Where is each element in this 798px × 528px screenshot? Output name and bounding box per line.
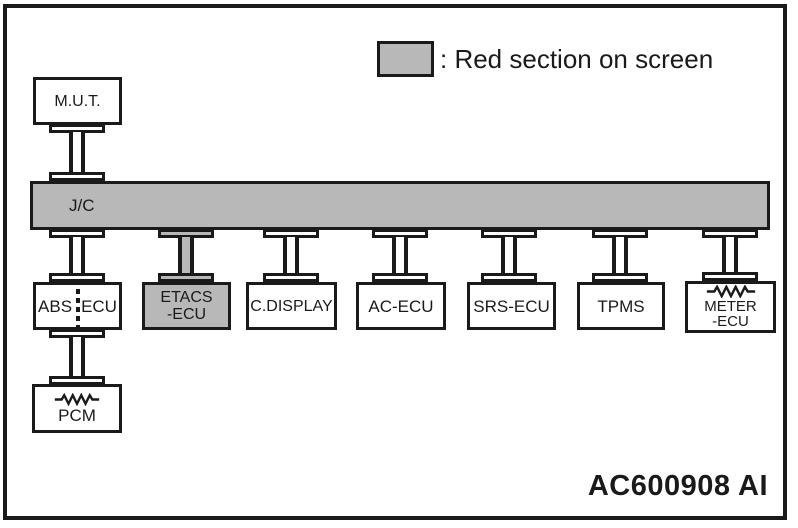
node-abs-ecu-label-right: ECU: [81, 296, 117, 316]
connector-srs-tab-top: [481, 229, 537, 238]
resistor-icon: [54, 393, 100, 406]
legend-label: : Red section on screen: [440, 44, 714, 74]
connector-ac-pipe: [392, 237, 408, 274]
connector-abs-tab-top: [49, 229, 105, 238]
connector-abs-pipe: [69, 237, 85, 274]
resistor-icon: [706, 285, 755, 298]
connector-mut-tab-top: [49, 124, 105, 133]
connector-tpms-tab-top: [592, 229, 648, 238]
connector-pcm-tab-bottom: [49, 376, 105, 385]
node-meter-ecu-label-line1: METER: [704, 298, 757, 315]
node-ac-ecu-label: AC-ECU: [368, 296, 434, 316]
legend-highlight-swatch: [377, 41, 434, 77]
connector-meter-tab-bottom: [702, 272, 758, 281]
node-meter-ecu-label-line2: -ECU: [712, 313, 749, 330]
node-etacs-ecu: ETACS -ECU: [142, 282, 231, 330]
connector-meter-tab-top: [702, 229, 758, 238]
node-pcm: PCM: [32, 384, 122, 433]
connector-pcm-pipe: [69, 337, 85, 377]
connector-tpms-pipe: [612, 237, 628, 274]
node-tpms-label: TPMS: [597, 296, 645, 316]
connector-mut-tab-bottom: [49, 172, 105, 181]
node-pcm-label: PCM: [58, 406, 96, 425]
connector-etacs-pipe: [178, 237, 194, 274]
connector-srs-pipe: [501, 237, 517, 274]
node-ac-ecu: AC-ECU: [356, 282, 446, 330]
node-c-display: C.DISPLAY: [246, 282, 337, 330]
junction-bus-label: J/C: [69, 195, 95, 215]
node-etacs-ecu-label-line1: ETACS: [160, 289, 213, 306]
connector-cdisplay-tab-bottom: [263, 273, 319, 282]
node-srs-ecu: SRS-ECU: [467, 282, 556, 330]
connector-cdisplay-tab-top: [263, 229, 319, 238]
connector-meter-pipe: [722, 237, 738, 274]
node-abs-ecu-label-left: ABS: [38, 296, 73, 316]
dashed-divider: [75, 288, 80, 353]
node-srs-ecu-label: SRS-ECU: [473, 296, 550, 316]
connector-mut-pipe: [69, 132, 85, 173]
connector-abs-tab-bottom: [49, 273, 105, 282]
connector-etacs-tab-bottom: [158, 273, 214, 282]
node-mut-label: M.U.T.: [54, 92, 101, 110]
node-tpms: TPMS: [577, 282, 665, 330]
junction-bus: J/C: [30, 181, 770, 230]
node-meter-ecu: METER -ECU: [685, 281, 776, 333]
node-c-display-label: C.DISPLAY: [250, 297, 333, 315]
node-abs-ecu: ABS ECU: [33, 282, 122, 353]
connector-ac-tab-top: [372, 229, 428, 238]
connector-cdisplay-pipe: [283, 237, 299, 274]
connector-etacs-tab-top: [158, 229, 214, 238]
connector-ac-tab-bottom: [372, 273, 428, 282]
connector-srs-tab-bottom: [481, 273, 537, 282]
connector-tpms-tab-bottom: [592, 273, 648, 282]
figure-code: AC600908 AI: [587, 470, 768, 502]
node-mut: M.U.T.: [33, 77, 122, 125]
connector-pcm-tab-top: [49, 329, 105, 338]
node-etacs-ecu-label-line2: -ECU: [166, 306, 207, 323]
